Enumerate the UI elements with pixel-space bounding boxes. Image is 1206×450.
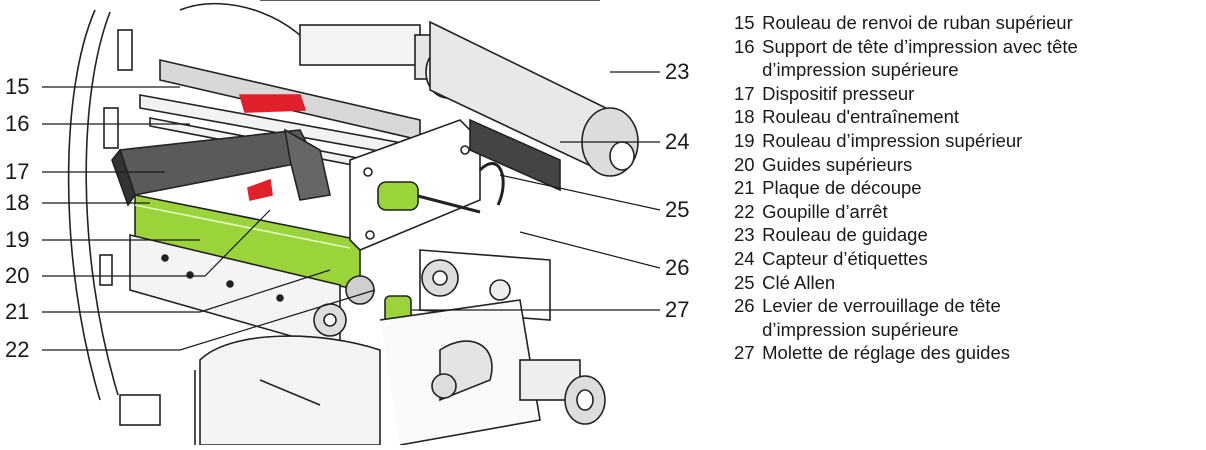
callout-21: 21 (5, 299, 30, 324)
legend-item-20: 20 Guides supérieurs (734, 153, 1204, 177)
callout-24: 24 (665, 129, 690, 154)
legend-text: Levier de verrouillage de tête d’impress… (762, 295, 1001, 340)
legend-text: Rouleau de renvoi de ruban supérieur (762, 12, 1073, 33)
callout-26: 26 (665, 255, 690, 280)
callout-20: 20 (5, 263, 30, 288)
legend-number: 20 (734, 153, 755, 175)
callout-19: 19 (5, 227, 30, 252)
legend-item-25: 25 Clé Allen (734, 271, 1204, 295)
callout-17: 17 (5, 159, 30, 184)
callout-27: 27 (665, 297, 690, 322)
pressure-device (118, 129, 317, 196)
callout-18: 18 (5, 190, 30, 215)
callout-15: 15 (5, 74, 30, 99)
legend-number: 17 (734, 82, 755, 104)
legend-text: Rouleau de guidage (762, 224, 928, 246)
legend-number: 25 (734, 271, 755, 293)
label-sensor (469, 118, 561, 192)
legend-number: 16 (734, 35, 755, 57)
leader-lines (42, 71, 661, 351)
legend-item-23: 23 Rouleau de guidage (734, 223, 1204, 247)
callout-25: 25 (665, 197, 690, 222)
legend-number: 18 (734, 106, 755, 128)
legend-text: Capteur d’étiquettes (762, 247, 928, 269)
callout-22: 22 (5, 337, 30, 362)
legend-text: Dispositif presseur (762, 82, 915, 104)
legend-text: Rouleau d’impression supérieur (762, 129, 1023, 151)
legend-item-19: 19 Rouleau d’impression supérieur (734, 129, 1204, 153)
housing-arc (67, 9, 101, 401)
callout-16: 16 (5, 111, 30, 136)
legend-item-22: 22 Goupille d’arrêt (734, 200, 1204, 224)
legend-item-27: 27 Molette de réglage des guides (734, 341, 1204, 365)
legend-number: 26 (734, 295, 755, 317)
legend-number: 22 (734, 200, 755, 222)
allen-key (377, 181, 419, 211)
legend-item-21: 21 Plaque de découpe (734, 176, 1204, 200)
mechanism-drawing (42, 0, 661, 446)
parts-legend: 15 Rouleau de renvoi de ruban supérieur … (734, 11, 1204, 365)
legend-text: Molette de réglage des guides (762, 342, 1011, 364)
legend-item-15: 15 Rouleau de renvoi de ruban supérieur (734, 11, 1204, 35)
legend-number: 23 (734, 224, 755, 246)
legend-item-26: 26 Levier de verrouillage de tête d’impr… (734, 294, 1204, 341)
legend-text: Goupille d’arrêt (762, 200, 888, 222)
legend-number: 15 (734, 12, 755, 33)
legend-item-24: 24 Capteur d’étiquettes (734, 247, 1204, 271)
legend-item-17: 17 Dispositif presseur (734, 82, 1204, 106)
printhead-mechanism-illustration: 15 16 17 18 19 20 21 22 23 24 25 26 27 (5, 0, 690, 446)
legend-number: 19 (734, 129, 755, 151)
legend-text: Plaque de découpe (762, 177, 922, 199)
legend-item-18: 18 Rouleau d'entraînement (734, 105, 1204, 129)
legend-text: Clé Allen (762, 271, 836, 293)
callout-23: 23 (665, 59, 690, 84)
legend-text: Support de tête d’impression avec tête d… (762, 35, 1078, 81)
legend-item-16: 16 Support de tête d’impression avec têt… (734, 35, 1204, 82)
legend-text: Guides supérieurs (762, 153, 913, 175)
legend-number: 21 (734, 177, 755, 199)
legend-number: 27 (734, 342, 755, 364)
legend-text: Rouleau d'entraînement (762, 106, 960, 128)
legend-number: 24 (734, 247, 755, 269)
